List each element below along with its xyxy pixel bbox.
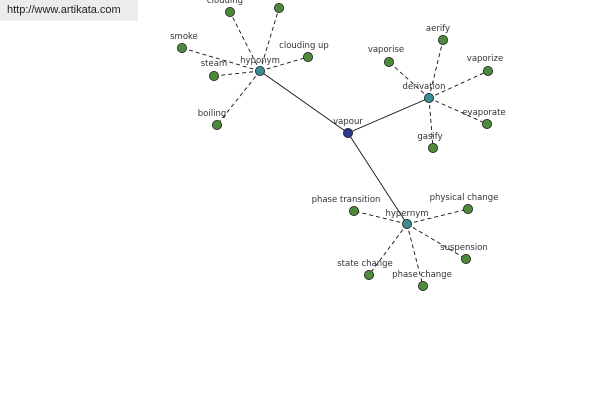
edge-vapour-derivation bbox=[347, 97, 430, 134]
edge-hypernym-phase-change bbox=[406, 223, 424, 287]
word-smoke-node[interactable] bbox=[176, 43, 187, 54]
word-suspension-label[interactable]: suspension bbox=[440, 243, 488, 253]
word-physical-change-node[interactable] bbox=[462, 203, 473, 214]
word-clouding-up-label[interactable]: clouding up bbox=[279, 41, 329, 51]
word-phase-change-label[interactable]: phase change bbox=[392, 270, 452, 280]
edge-derivation-vaporize bbox=[428, 70, 489, 99]
edge-derivation-gasify bbox=[428, 97, 434, 149]
edge-vapour-hypernym bbox=[347, 132, 408, 225]
word-phase-transition-label[interactable]: phase transition bbox=[312, 195, 381, 205]
word-gasify-node[interactable] bbox=[427, 142, 438, 153]
graph-labels: vapour hyponym clouding smoke clouding up ste… bbox=[170, 0, 506, 280]
relation-hyponym-label[interactable]: hyponym bbox=[240, 56, 280, 66]
word-aerify-node[interactable] bbox=[437, 35, 448, 46]
word-clouding-node[interactable] bbox=[224, 7, 235, 17]
word-smoke-label[interactable]: smoke bbox=[170, 32, 198, 42]
word-aerify-label[interactable]: aerify bbox=[426, 24, 450, 34]
relation-derivation-label[interactable]: derivation bbox=[402, 82, 445, 92]
word-boiling-label[interactable]: boiling bbox=[198, 109, 226, 119]
word-phase-transition-node[interactable] bbox=[348, 205, 359, 216]
edge-hypernym-phase-transition bbox=[353, 210, 408, 225]
word-clouding-up-node[interactable] bbox=[302, 52, 313, 63]
center-vapour-label[interactable]: vapour bbox=[333, 117, 363, 127]
relation-hypernym-label[interactable]: hypernym bbox=[385, 209, 428, 219]
word-physical-change-label[interactable]: physical change bbox=[430, 193, 499, 203]
word-evaporate-label[interactable]: evaporate bbox=[462, 108, 505, 118]
word-cut-top-node[interactable] bbox=[273, 3, 284, 13]
edge-hypernym-physical-change bbox=[406, 208, 469, 225]
edge-vapour-hyponym bbox=[259, 70, 349, 134]
edge-hyponym-steam bbox=[213, 70, 261, 77]
word-gasify-label[interactable]: gasify bbox=[417, 132, 442, 142]
edge-hyponym-cut-top bbox=[259, 7, 280, 72]
word-phase-change-node[interactable] bbox=[417, 280, 428, 291]
relation-hypernym-node[interactable] bbox=[401, 218, 412, 229]
word-vaporize-label[interactable]: vaporize bbox=[467, 54, 503, 64]
word-vaporise-node[interactable] bbox=[383, 57, 394, 68]
edge-derivation-vaporise bbox=[388, 61, 430, 99]
center-vapour-node[interactable] bbox=[342, 127, 353, 138]
word-state-change-label[interactable]: state change bbox=[337, 259, 393, 269]
word-vaporize-node[interactable] bbox=[482, 66, 493, 77]
word-vaporise-label[interactable]: vaporise bbox=[368, 45, 404, 55]
edge-hyponym-boiling bbox=[216, 70, 261, 126]
edge-derivation-aerify bbox=[428, 39, 444, 99]
word-boiling-node[interactable] bbox=[211, 120, 222, 131]
relation-hyponym-node[interactable] bbox=[254, 66, 265, 77]
graph-nodes bbox=[176, 3, 493, 291]
graph-edges bbox=[181, 7, 489, 287]
word-clouding-label[interactable]: clouding bbox=[207, 0, 243, 6]
edge-hyponym-clouding-up bbox=[259, 56, 309, 72]
word-steam-label[interactable]: steam bbox=[201, 59, 227, 69]
relation-derivation-node[interactable] bbox=[423, 93, 434, 104]
site-url-link[interactable]: http://www.artikata.com bbox=[0, 0, 138, 21]
edge-hypernym-suspension bbox=[406, 223, 467, 260]
word-suspension-node[interactable] bbox=[460, 253, 471, 264]
edge-derivation-evaporate bbox=[428, 97, 488, 125]
word-state-change-node[interactable] bbox=[363, 269, 374, 280]
word-evaporate-node[interactable] bbox=[481, 119, 492, 130]
word-steam-node[interactable] bbox=[208, 71, 219, 82]
edge-hypernym-state-change bbox=[368, 223, 408, 276]
